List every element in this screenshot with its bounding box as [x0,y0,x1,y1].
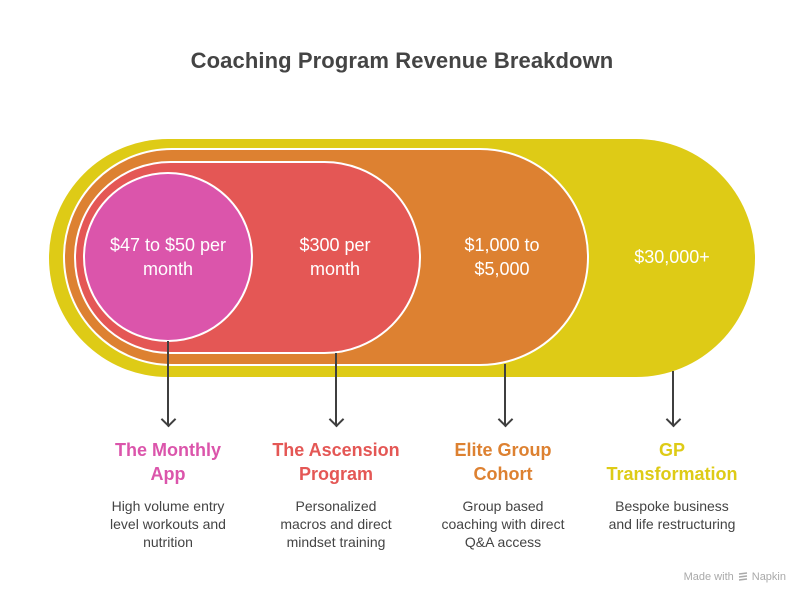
arrow-down-icon [167,341,169,425]
tier-name: The Monthly App [115,440,221,484]
arrow-down-icon [335,353,337,425]
napkin-brand-label: Napkin [751,571,786,583]
price-label-ascension-program: $300 per month [299,235,371,279]
tier-name: Elite Group Cohort [454,440,552,484]
arrowhead-icon [328,411,345,428]
made-with-napkin-watermark[interactable]: Made with Napkin [684,571,786,583]
price-label-monthly-app: $47 to $50 per month [109,235,227,279]
tier-description: Personalized macros and direct mindset t… [280,498,392,550]
tier-description: Bespoke business and life restructuring [608,498,736,532]
arrowhead-icon [497,411,514,428]
arrow-down-icon [504,364,506,425]
arrow-down-icon [672,371,674,425]
arrowhead-icon [160,411,177,428]
price-label-elite-group-cohort: $1,000 to $5,000 [464,235,540,279]
tier-description: Group based coaching with direct Q&A acc… [441,498,565,550]
diagram-title: Coaching Program Revenue Breakdown [190,48,614,73]
tier-column-ascension-program: The Ascension Program Personalized macro… [256,438,416,551]
tier-column-monthly-app: The Monthly App High volume entry level … [88,438,248,551]
tier-name: The Ascension Program [272,440,400,484]
tier-column-gp-transformation: GP Transformation Bespoke business and l… [592,438,752,533]
napkin-logo-icon [738,572,747,581]
tier-name: GP Transformation [606,440,738,484]
tier-description: High volume entry level workouts and nut… [110,498,226,550]
tier-column-elite-group-cohort: Elite Group Cohort Group based coaching … [423,438,583,551]
arrowhead-icon [665,411,682,428]
tier-shape-monthly-app [83,172,253,342]
made-with-label: Made with [683,571,734,583]
price-label-gp-transformation: $30,000+ [634,247,710,267]
